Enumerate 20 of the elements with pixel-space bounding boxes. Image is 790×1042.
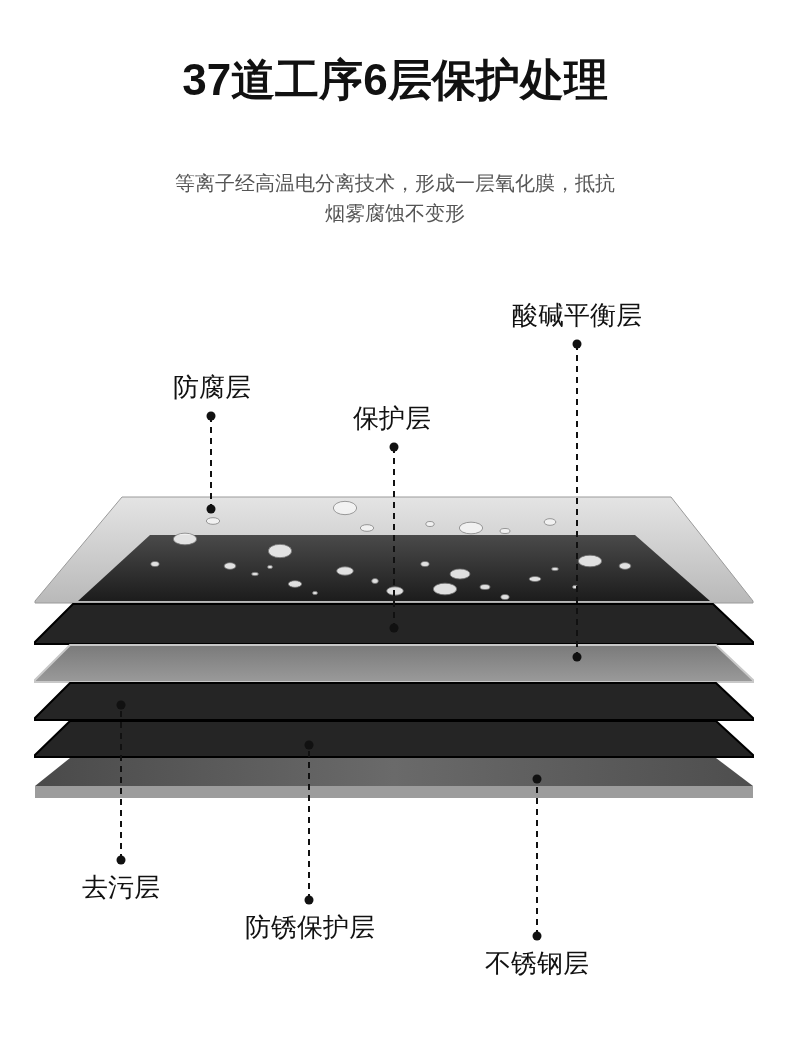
leader-line [116,700,126,865]
title: 37道工序6层保护处理 [181,54,609,106]
leader-line [572,339,582,662]
leader-line [304,740,314,905]
layer-label: 防腐层 [173,372,251,402]
layer-plate [35,604,753,644]
layer-plate [35,758,753,798]
glass-layer-drawing [35,497,753,603]
layer-plate [35,721,753,757]
leader-line [389,442,399,633]
layer-label: 去污层 [82,872,160,902]
layer-label: 防锈保护层 [245,912,375,942]
layer-label: 酸碱平衡层 [512,300,642,330]
leader-line [532,774,542,941]
layer-plate [35,683,753,720]
leader-line [206,411,216,514]
layer-label: 不锈钢层 [485,948,589,978]
subtitle-text: 等离子经高温电分离技术，形成一层氧化膜，抵抗烟雾腐蚀不变形 [175,171,615,226]
layer-label: 保护层 [353,403,431,433]
layer-plate [35,645,753,682]
